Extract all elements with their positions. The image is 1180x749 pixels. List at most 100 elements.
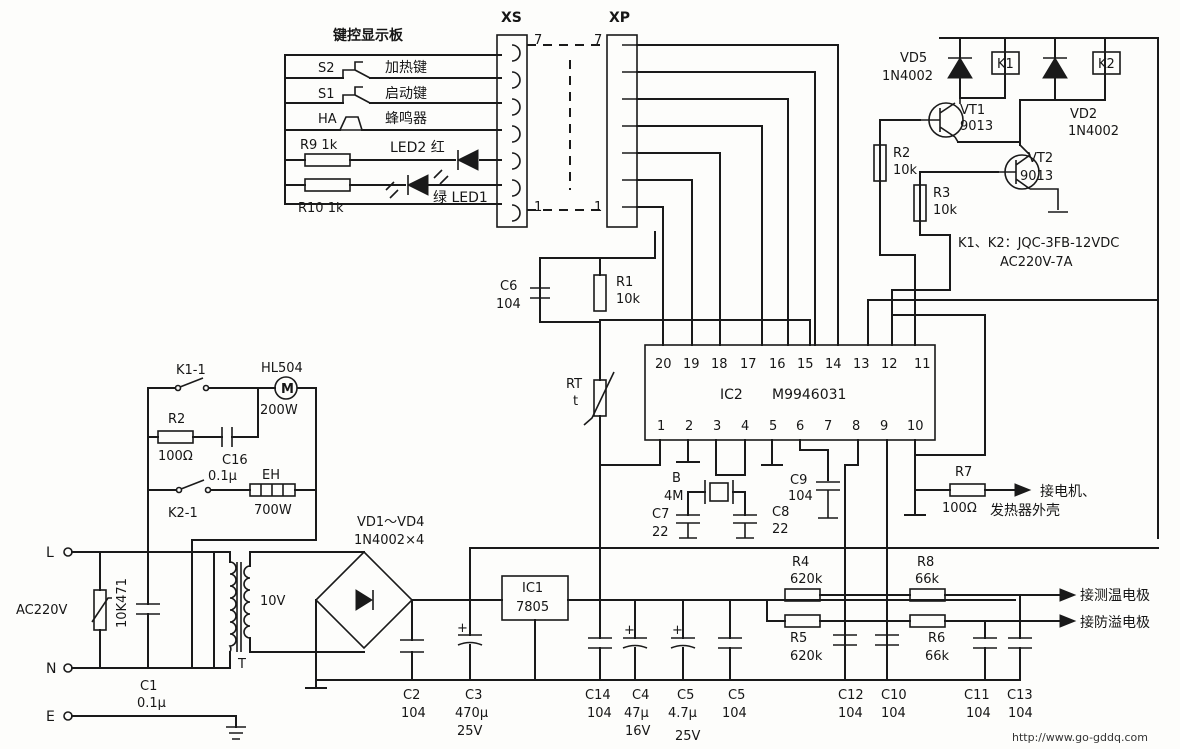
r5-value: 620k (790, 649, 823, 664)
ic2-part: M9946031 (772, 387, 846, 403)
bridge-label: VD1～VD4 (357, 515, 424, 530)
s1-switch (342, 86, 371, 104)
r4-value: 620k (790, 572, 823, 587)
ic2-pin-2: 2 (685, 419, 693, 434)
cap-c5a-v: 25V (675, 729, 701, 744)
led1-label: 绿 LED1 (433, 190, 488, 206)
ic2-pin-9: 9 (880, 419, 888, 434)
ic1-regulator (501, 575, 569, 621)
cap-c5b-val: 104 (722, 706, 747, 721)
c1-value: 0.1μ (137, 696, 166, 711)
heater-label: EH (262, 468, 280, 483)
r7-label: R7 (955, 465, 972, 480)
k1-1-label: K1-1 (176, 363, 206, 378)
crystal-value: 4M (664, 489, 684, 504)
vd2-label: VD2 (1070, 107, 1097, 122)
ic2-pin-15: 15 (797, 357, 814, 372)
vt1-type: 9013 (960, 119, 993, 134)
k2-coil (1092, 51, 1121, 75)
r3-value: 10k (933, 203, 958, 218)
k2-label: K2 (1098, 57, 1115, 72)
ic2-pin-4: 4 (741, 419, 749, 434)
r6-label: R6 (928, 631, 945, 646)
relay-spec-1: K1、K2：JQC-3FB-12VDC (958, 236, 1119, 251)
xp-pin1: 1 (594, 200, 602, 215)
r6-resistor (909, 614, 946, 628)
r2-load-value: 100Ω (158, 449, 193, 464)
r4-label: R4 (792, 555, 809, 570)
vt2-label: VT2 (1028, 151, 1053, 166)
ic2-pin-16: 16 (769, 357, 786, 372)
s1-label: S1 (318, 87, 335, 102)
ic2-pin-11: 11 (914, 357, 931, 372)
ic2-pin-18: 18 (711, 357, 728, 372)
clock-section: B 4M C7 22 C8 22 C9 104 R7 100Ω 接电机、 发热器… (652, 439, 1096, 681)
capacitor-labels: C2 104 C3 470μ 25V C14 104 C4 47μ 16V C5… (401, 688, 1033, 744)
cap-c10-ref: C10 (881, 688, 907, 703)
ic2-pin-1: 1 (657, 419, 665, 434)
out-temp: 接测温电极 (1080, 587, 1150, 604)
r1-label: R1 (616, 275, 633, 290)
cap-c11-val: 104 (966, 706, 991, 721)
transformer-primary (228, 561, 237, 653)
c9-label: C9 (790, 473, 807, 488)
transformer-secondary (243, 565, 251, 639)
ic2-pin-7: 7 (824, 419, 832, 434)
key-panel: 键控显示板 S2 加热键 S1 启动键 HA 蜂鸣器 R9 1k LED2 红 … (284, 27, 502, 216)
r1-resistor (593, 274, 607, 312)
cap-c12-val: 104 (838, 706, 863, 721)
cap-c5a-val: 4.7μ (668, 706, 697, 721)
vd2-diode-icon (1042, 57, 1068, 79)
transformer-voltage: 10V (260, 594, 286, 609)
led2-label: LED2 红 (390, 140, 445, 156)
r7-value: 100Ω (942, 501, 977, 516)
ic2-pin-17: 17 (740, 357, 757, 372)
vd5-diode-icon (947, 57, 973, 79)
connector-xp: XP 7 1 (594, 10, 638, 228)
ic2-ref: IC2 (720, 387, 743, 403)
ic2-pin-6: 6 (796, 419, 804, 434)
relay-drivers: K1 VD5 1N4002 K2 VD2 1N4002 VT1 9013 VT2… (873, 37, 1159, 539)
connector-xs: XS 7 1 (496, 10, 542, 228)
mains-input: L N E AC220V 10K471 C1 0.1μ 10V T (16, 545, 365, 740)
xs-pin7: 7 (534, 33, 542, 48)
xp-bus (636, 44, 839, 346)
motor-icon (274, 376, 298, 400)
rt-t: t (573, 394, 578, 409)
rt-label: RT (566, 377, 582, 392)
xs-pin1: 1 (534, 200, 542, 215)
cap-c13-val: 104 (1008, 706, 1033, 721)
cap-c10-val: 104 (881, 706, 906, 721)
r3-resistor (913, 184, 927, 222)
k1-coil (991, 51, 1020, 75)
bridge-type: 1N4002×4 (354, 533, 424, 548)
mains-ac: AC220V (16, 603, 68, 618)
vd5-type: 1N4002 (882, 69, 933, 84)
relay-spec-2: AC220V-7A (1000, 255, 1073, 270)
r2-resistor (873, 144, 887, 182)
ic2-pin-19: 19 (683, 357, 700, 372)
ic2-pin-13: 13 (853, 357, 870, 372)
ic2-pin-12: 12 (881, 357, 898, 372)
motor-label: HL504 (261, 361, 303, 376)
r9-label: R9 1k (300, 138, 338, 153)
cap-c4-ref: C4 (632, 688, 649, 703)
svg-text:+: + (672, 623, 683, 638)
mains-l: L (46, 545, 54, 561)
panel-title: 键控显示板 (332, 27, 404, 44)
watermark: http://www.go-gddq.com (1012, 731, 1148, 744)
cap-c11-ref: C11 (964, 688, 990, 703)
c6-label: C6 (500, 279, 517, 294)
vt2-type: 9013 (1020, 169, 1053, 184)
r9-resistor (304, 153, 351, 167)
r5-label: R5 (790, 631, 807, 646)
r2-value: 10k (893, 163, 918, 178)
xs-label: XS (501, 10, 522, 26)
xs-xp-dashes (527, 44, 600, 211)
bridge-rectifier (314, 550, 414, 650)
vd2-type: 1N4002 (1068, 124, 1119, 139)
motor-power: 200W (260, 403, 298, 418)
ic1-part: 7805 (516, 600, 549, 615)
cap-c2-ref: C2 (403, 688, 420, 703)
